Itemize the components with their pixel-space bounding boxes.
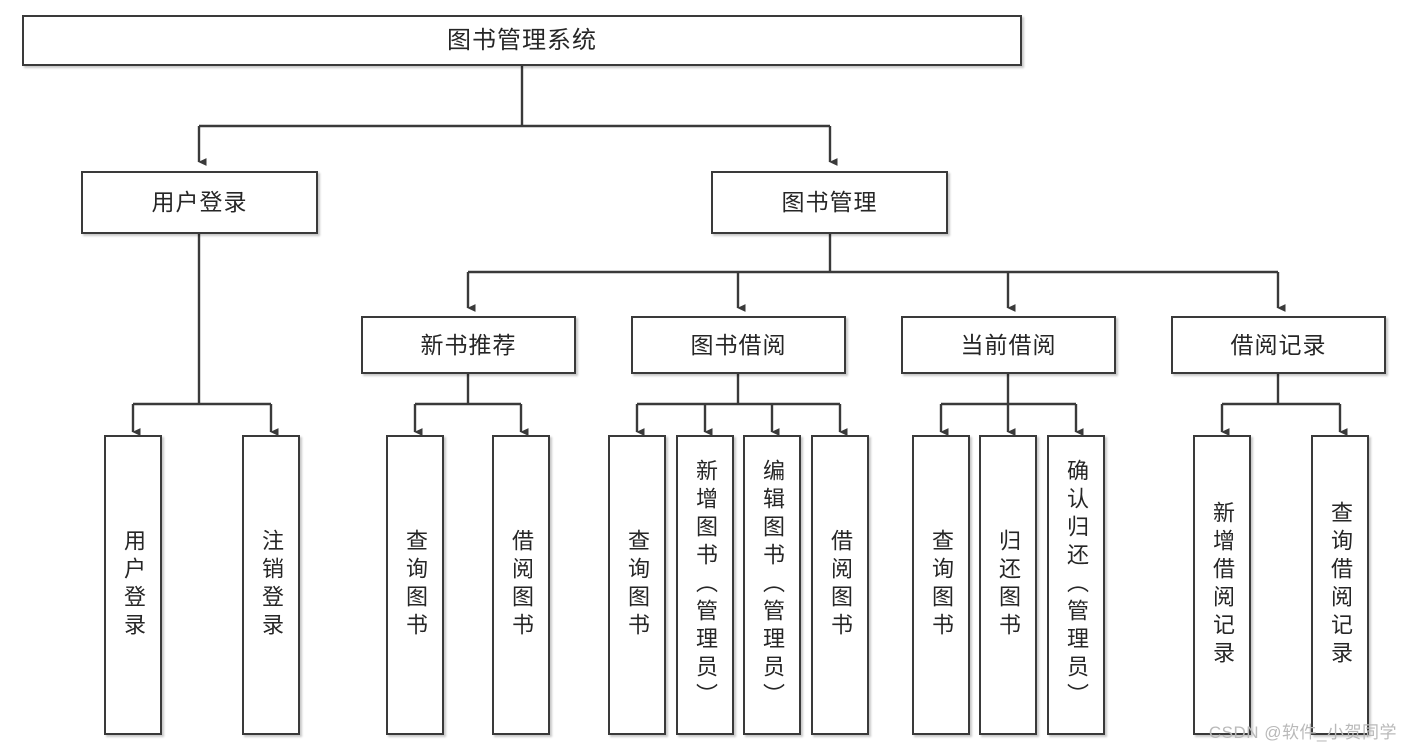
node-label: 借阅图书	[828, 529, 853, 641]
node-label: 归还图书	[996, 529, 1021, 641]
node-leaf-query-book-borrow[interactable]: 查询图书	[608, 435, 666, 735]
node-label: 用户登录	[121, 529, 146, 641]
node-leaf-borrow-book[interactable]: 借阅图书	[811, 435, 869, 735]
node-label: 查询借阅记录	[1328, 501, 1353, 669]
node-leaf-user-logout[interactable]: 注销登录	[242, 435, 300, 735]
node-book-management[interactable]: 图书管理	[711, 171, 948, 234]
node-label: 新增借阅记录	[1210, 501, 1235, 669]
node-leaf-confirm-return[interactable]: 确认归还（管理员）	[1047, 435, 1105, 735]
node-label: 注销登录	[259, 529, 284, 641]
node-label: 借阅图书	[509, 529, 534, 641]
node-root-book-management-system[interactable]: 图书管理系统	[22, 15, 1022, 66]
node-leaf-return-book[interactable]: 归还图书	[979, 435, 1037, 735]
node-leaf-borrow-book-recommend[interactable]: 借阅图书	[492, 435, 550, 735]
node-label: 借阅记录	[1230, 331, 1327, 358]
node-label: 查询图书	[625, 529, 650, 641]
node-leaf-query-book-current[interactable]: 查询图书	[912, 435, 970, 735]
node-label: 图书管理	[781, 189, 878, 216]
node-label: 图书借阅	[690, 331, 787, 358]
node-current-borrow[interactable]: 当前借阅	[901, 316, 1116, 374]
node-label: 当前借阅	[960, 331, 1057, 358]
node-user-login[interactable]: 用户登录	[81, 171, 318, 234]
node-leaf-query-book-recommend[interactable]: 查询图书	[386, 435, 444, 735]
node-leaf-add-book[interactable]: 新增图书（管理员）	[676, 435, 734, 735]
node-label: 查询图书	[403, 529, 428, 641]
node-label: 新书推荐	[420, 331, 517, 358]
node-new-book-recommend[interactable]: 新书推荐	[361, 316, 576, 374]
node-label: 图书管理系统	[447, 26, 597, 54]
node-book-borrow[interactable]: 图书借阅	[631, 316, 846, 374]
node-borrow-record[interactable]: 借阅记录	[1171, 316, 1386, 374]
node-label: 用户登录	[151, 189, 248, 216]
node-label: 查询图书	[929, 529, 954, 641]
node-label: 编辑图书（管理员）	[760, 459, 785, 711]
watermark-text: CSDN @软件_小贺同学	[1208, 723, 1397, 742]
node-leaf-add-borrow-record[interactable]: 新增借阅记录	[1193, 435, 1251, 735]
node-label: 确认归还（管理员）	[1064, 459, 1089, 711]
node-label: 新增图书（管理员）	[693, 459, 718, 711]
node-leaf-user-login[interactable]: 用户登录	[104, 435, 162, 735]
node-leaf-edit-book[interactable]: 编辑图书（管理员）	[743, 435, 801, 735]
node-leaf-query-borrow-record[interactable]: 查询借阅记录	[1311, 435, 1369, 735]
